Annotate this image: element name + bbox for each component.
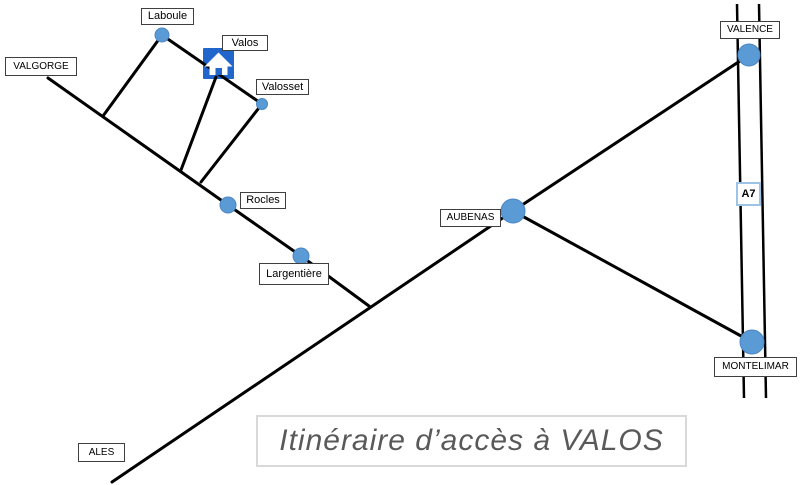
- road-valgorge-largentiere: [46, 76, 371, 308]
- road-aubenas-montelimar: [511, 209, 754, 344]
- home-icon-glyph: [204, 52, 233, 75]
- marker-largentiere: [292, 247, 310, 265]
- label-a7-highway: A7: [736, 182, 761, 206]
- road-valos-branch: [179, 75, 218, 172]
- label-laboule: Laboule: [141, 8, 194, 25]
- label-valosset: Valosset: [256, 79, 309, 95]
- marker-aubenas: [500, 198, 526, 224]
- a7-highway-right-line: [757, 3, 768, 399]
- marker-valence: [737, 43, 761, 67]
- marker-rocles: [219, 196, 237, 214]
- road-laboule-branch: [101, 33, 164, 118]
- label-montelimar: MONTELIMAR: [714, 357, 797, 377]
- label-valence: VALENCE: [720, 21, 780, 39]
- marker-laboule: [154, 27, 170, 43]
- marker-montelimar: [739, 329, 765, 355]
- road-valosset-branch: [199, 102, 264, 184]
- label-largentiere: Largentière: [259, 263, 329, 285]
- home-icon-door: [215, 68, 222, 75]
- label-valgorge: VALGORGE: [5, 57, 77, 76]
- marker-valosset: [256, 98, 268, 110]
- page-title: Itinéraire d’accès à VALOS: [256, 415, 687, 467]
- label-aubenas: AUBENAS: [440, 209, 501, 227]
- label-rocles: Rocles: [240, 192, 286, 209]
- label-ales: ALES: [78, 443, 125, 462]
- label-valos: Valos: [222, 35, 268, 51]
- home-icon-roof: [204, 52, 233, 67]
